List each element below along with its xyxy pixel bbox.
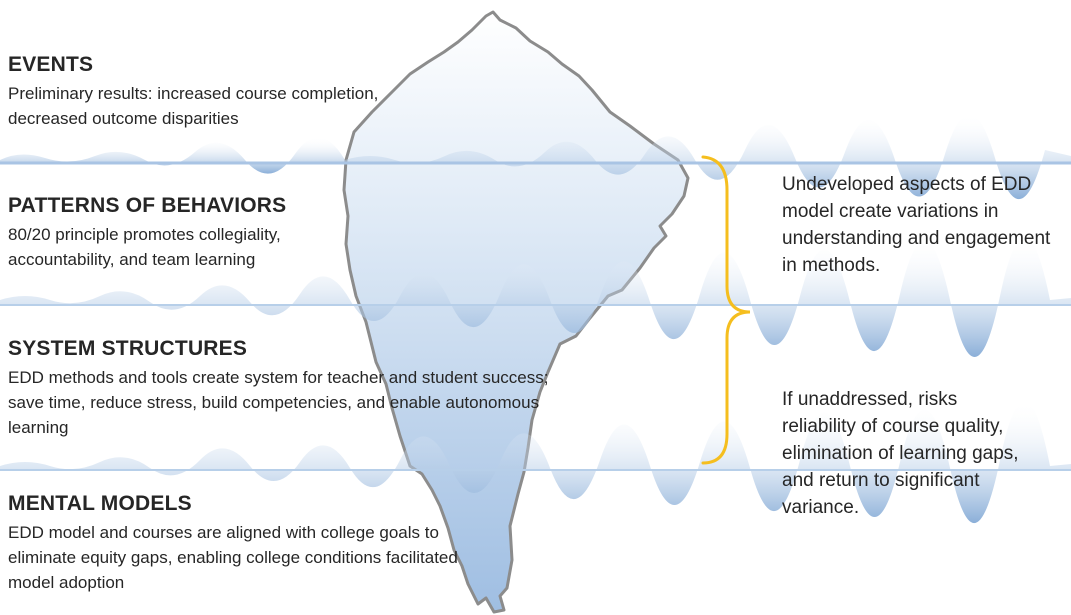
patterns-heading: PATTERNS OF BEHAVIORS	[8, 194, 287, 217]
level-patterns: PATTERNS OF BEHAVIORS 80/20 principle pr…	[8, 194, 338, 272]
level-events: EVENTS Preliminary results: increased co…	[8, 53, 448, 131]
level-system-structures: SYSTEM STRUCTURES EDD methods and tools …	[8, 337, 568, 440]
events-text: Preliminary results: increased course co…	[8, 84, 379, 128]
water-line-3	[0, 400, 1071, 524]
level-mental-models: MENTAL MODELS EDD model and courses are …	[8, 492, 508, 595]
curly-bracket	[701, 155, 751, 465]
patterns-text: 80/20 principle promotes collegiality, a…	[8, 225, 281, 269]
water-line-2	[0, 236, 1071, 358]
water-line-1	[0, 113, 1071, 200]
system-structures-text: EDD methods and tools create system for …	[8, 368, 549, 437]
events-heading: EVENTS	[8, 53, 94, 76]
system-structures-heading: SYSTEM STRUCTURES	[8, 337, 248, 360]
mental-models-text: EDD model and courses are aligned with c…	[8, 523, 458, 592]
note-risks: If unaddressed, risks reliability of cou…	[782, 389, 1019, 518]
mental-models-heading: MENTAL MODELS	[8, 492, 192, 515]
note-undeveloped-aspects: Undeveloped aspects of EDD model create …	[782, 174, 1051, 276]
